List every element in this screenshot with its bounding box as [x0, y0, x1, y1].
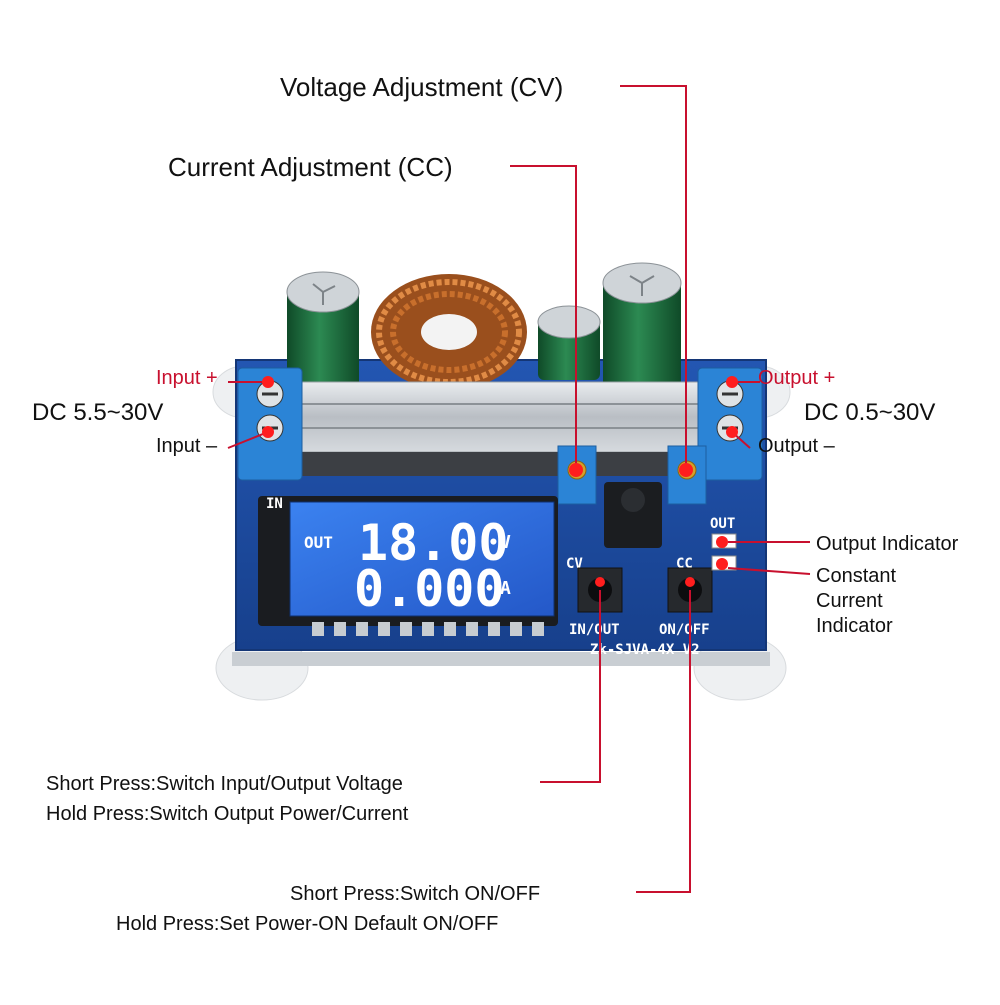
lcd-voltage-readout: 18.00 — [358, 514, 509, 572]
silk-model-label: Zk-SJVA-4X V2 — [590, 642, 700, 658]
voltage-adjustment-label: Voltage Adjustment (CV) — [280, 72, 563, 102]
cc-indicator-label-line2: Current — [816, 590, 883, 612]
lcd-voltage-unit: V — [500, 532, 511, 553]
lcd-current-unit: A — [500, 578, 511, 599]
input-terminal-block — [237, 367, 303, 481]
current-adjustment-label: Current Adjustment (CC) — [168, 152, 453, 182]
lcd-pins — [312, 622, 544, 636]
inout-short-press-label: Short Press:Switch Input/Output Voltage — [46, 773, 403, 795]
silk-in-label: IN — [266, 496, 283, 512]
capacitor-left — [286, 271, 360, 400]
lcd-current-readout: 0.000 — [354, 560, 505, 618]
onoff-hold-press-label: Hold Press:Set Power-ON Default ON/OFF — [116, 913, 498, 935]
cc-indicator-label-line3: Indicator — [816, 615, 893, 637]
inout-hold-press-label: Hold Press:Switch Output Power/Current — [46, 803, 409, 825]
output-minus-label: Output – — [758, 435, 836, 457]
input-minus-line — [227, 431, 269, 449]
input-range-label: DC 5.5~30V — [32, 399, 163, 426]
output-plus-label: Output + — [758, 367, 835, 389]
toroid-inductor — [371, 274, 527, 390]
capacitor-right-small — [537, 305, 601, 380]
inout-callout-line — [540, 590, 601, 783]
cv-callout-line — [620, 85, 687, 470]
lcd-display: OUT 18.00 V 0.000 A — [258, 496, 558, 636]
input-plus-label: Input + — [156, 367, 218, 389]
cc-callout-line — [510, 165, 577, 470]
output-range-label: DC 0.5~30V — [804, 399, 935, 426]
callout-dots — [262, 376, 738, 587]
onoff-short-press-label: Short Press:Switch ON/OFF — [290, 883, 540, 905]
heatsink — [299, 381, 701, 476]
mosfet — [604, 482, 662, 548]
input-minus-label: Input – — [156, 435, 218, 457]
capacitor-right — [602, 262, 682, 400]
silk-onoff-label: ON/OFF — [659, 622, 710, 638]
output-indicator-label: Output Indicator — [816, 533, 959, 555]
lcd-mode-label: OUT — [304, 533, 333, 552]
cc-indicator-line — [727, 567, 811, 575]
silk-out-label: OUT — [710, 516, 735, 532]
callout-lines — [227, 85, 811, 893]
cc-indicator-label-line1: Constant — [816, 565, 896, 587]
onoff-callout-line — [636, 590, 691, 893]
silk-inout-label: IN/OUT — [569, 622, 620, 638]
